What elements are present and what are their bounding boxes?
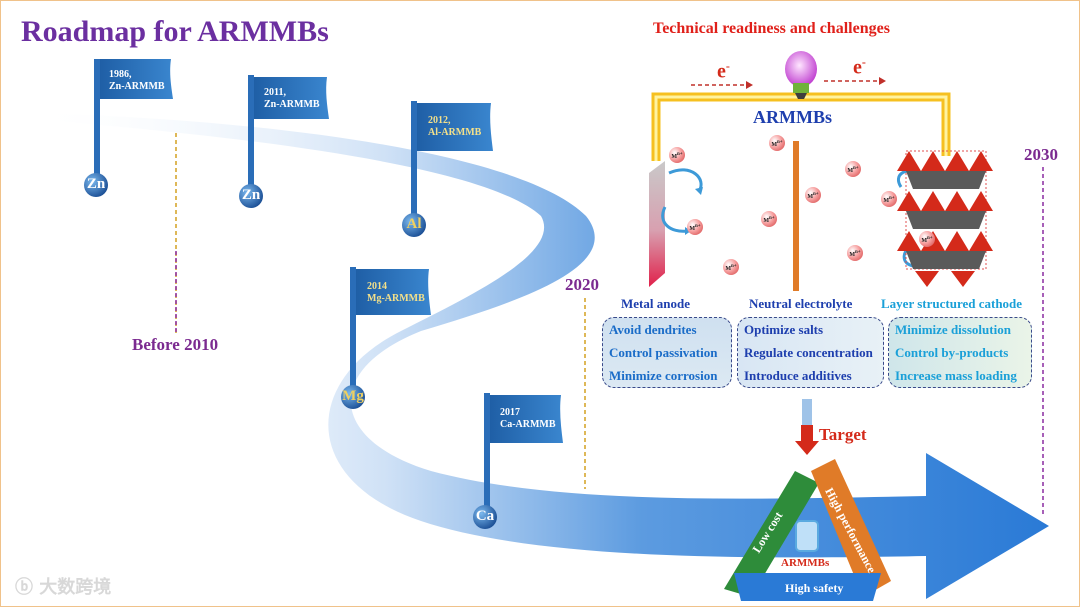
element-ca: Ca — [475, 508, 495, 524]
anode-item: Avoid dendrites — [609, 322, 697, 337]
cathode-challenges: Minimize dissolution Control by-products… — [888, 317, 1032, 388]
flag-label-2012: 2012,Al-ARMMB — [428, 115, 482, 138]
electrolyte-item: Optimize salts — [744, 322, 824, 337]
flag-zn-2011 — [239, 75, 329, 208]
electrolyte-header: Neutral electrolyte — [749, 296, 853, 311]
ion: Mn+ — [847, 245, 863, 261]
electrolyte-item: Regulate concentration — [744, 345, 873, 360]
flag-al-2012 — [402, 101, 493, 237]
electrolyte-item: Introduce additives — [744, 368, 852, 383]
cathode-item: Minimize dissolution — [895, 322, 1011, 337]
flag-ca-2017 — [473, 393, 563, 529]
element-mg: Mg — [342, 388, 364, 404]
triangle-high-safety: High safety — [785, 581, 844, 595]
ion: Mn+ — [687, 219, 703, 235]
flag-mg-2014 — [341, 267, 431, 409]
target-label: Target — [819, 425, 867, 444]
ion: Mn+ — [761, 211, 777, 227]
anode-plate — [649, 161, 665, 287]
battery-label: ARMMBs — [753, 107, 832, 127]
electrolyte-challenges: Optimize salts Regulate concentration In… — [737, 317, 884, 388]
element-zn-2: Zn — [241, 187, 261, 203]
anode-item: Minimize corrosion — [609, 368, 718, 383]
year-2030: 2030 — [1024, 145, 1058, 164]
timeline-road — [31, 113, 1049, 599]
tech-title: Technical readiness and challenges — [653, 20, 890, 37]
ion: Mn+ — [881, 191, 897, 207]
element-zn-1: Zn — [86, 176, 106, 192]
cathode-item: Control by-products — [895, 345, 1009, 360]
year-before-2010: Before 2010 — [132, 335, 219, 354]
target-triangle — [724, 459, 891, 601]
element-al: Al — [406, 216, 422, 232]
anode-header: Metal anode — [621, 296, 690, 311]
ion: Mn+ — [769, 135, 785, 151]
target-arrow — [795, 425, 819, 455]
ion: Mn+ — [845, 161, 861, 177]
triangle-center-label: ARMMBs — [781, 557, 830, 569]
ion: Mn+ — [723, 259, 739, 275]
anode-item: Control passivation — [609, 345, 718, 360]
cathode-header: Layer structured cathode — [881, 296, 1023, 311]
lightbulb-icon — [785, 51, 817, 99]
ion: Mn+ — [919, 231, 935, 247]
cathode-item: Increase mass loading — [895, 368, 1017, 383]
flag-label-1986: 1986,Zn-ARMMB — [109, 69, 165, 92]
flag-label-2011: 2011,Zn-ARMMB — [264, 87, 320, 110]
ion: Mn+ — [805, 187, 821, 203]
separator — [793, 141, 799, 291]
watermark: ⓑ 大数跨境 — [15, 577, 112, 598]
anode-challenges: Avoid dendrites Control passivation Mini… — [602, 317, 732, 388]
electron-right: e- — [853, 55, 866, 79]
page-title: Roadmap for ARMMBs — [21, 15, 329, 48]
year-2020: 2020 — [565, 275, 599, 294]
ion: Mn+ — [669, 147, 685, 163]
flag-zn-1986 — [84, 59, 173, 197]
electron-left: e- — [717, 59, 730, 83]
cathode-structure — [897, 150, 993, 287]
